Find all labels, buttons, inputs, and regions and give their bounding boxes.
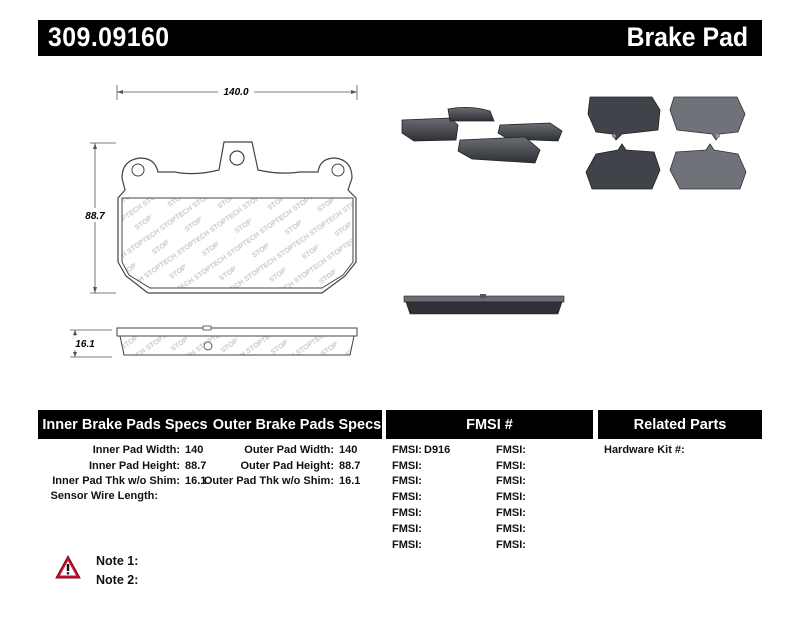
fmsi-label: FMSI:	[496, 475, 526, 487]
fmsi-label: FMSI:	[496, 491, 526, 503]
fmsi-label: FMSI:	[392, 444, 422, 456]
inner-specs-header: Inner Brake Pads Specs	[38, 410, 212, 439]
related-parts-header: Related Parts	[598, 410, 762, 439]
pad-bottom-left	[585, 143, 661, 190]
fmsi-value: D916	[424, 444, 451, 456]
hardware-kit-label: Hardware Kit #:	[604, 444, 685, 456]
outer-pad-height-value: 88.7	[339, 460, 361, 472]
fmsi-label: FMSI:	[392, 460, 422, 472]
fmsi-label: FMSI:	[496, 539, 526, 551]
fmsi-label: FMSI:	[392, 539, 422, 551]
product-type: Brake Pad	[626, 22, 748, 52]
header-bar: 309.09160 Brake Pad	[38, 20, 762, 56]
warning-triangle-icon	[55, 554, 81, 579]
note-2-label: Note 2:	[96, 573, 139, 587]
pad-bottom-right	[669, 143, 747, 190]
inner-pad-height-value: 88.7	[185, 460, 207, 472]
part-number: 309.09160	[48, 22, 170, 52]
friction-material	[121, 197, 354, 289]
pad-photo-grid	[585, 96, 747, 190]
technical-drawing: STOPTECH STOPTECH 140.0 88.7 16.1	[70, 85, 358, 358]
thickness-dim-label: 16.1	[75, 339, 95, 350]
fmsi-label: FMSI:	[392, 491, 422, 503]
pad-top-left	[587, 96, 661, 141]
outer-pad-width-value: 140	[339, 444, 358, 456]
height-dim-label: 88.7	[85, 211, 105, 222]
outer-pad-thk-value: 16.1	[339, 475, 361, 487]
pad-top-right	[669, 96, 746, 141]
note-1-label: Note 1:	[96, 554, 139, 568]
pad-photo-1	[401, 117, 459, 142]
mount-hole	[229, 150, 245, 166]
inner-pad-thk-value: 16.1	[185, 475, 207, 487]
inner-pad-width-value: 140	[185, 444, 204, 456]
outer-specs-header: Outer Brake Pads Specs	[212, 410, 382, 439]
pad-photo-3	[497, 122, 563, 142]
fmsi-label: FMSI:	[496, 507, 526, 519]
pad-photo-set	[401, 107, 563, 164]
fmsi-label: FMSI:	[392, 507, 422, 519]
width-dim-label: 140.0	[223, 87, 248, 98]
pad-side-photo	[403, 294, 565, 315]
fmsi-label: FMSI:	[496, 523, 526, 535]
side-backing-plate	[116, 327, 358, 337]
fmsi-label: FMSI:	[392, 523, 422, 535]
pad-photo-2	[447, 107, 495, 122]
pad-photo-4	[457, 136, 541, 164]
fmsi-header: FMSI #	[386, 410, 593, 439]
fmsi-label: FMSI:	[392, 475, 422, 487]
ear-hole-left	[131, 163, 145, 177]
side-friction-material	[119, 335, 355, 356]
fmsi-label: FMSI:	[496, 460, 526, 472]
ear-hole-right	[331, 163, 345, 177]
fmsi-label: FMSI:	[496, 444, 526, 456]
